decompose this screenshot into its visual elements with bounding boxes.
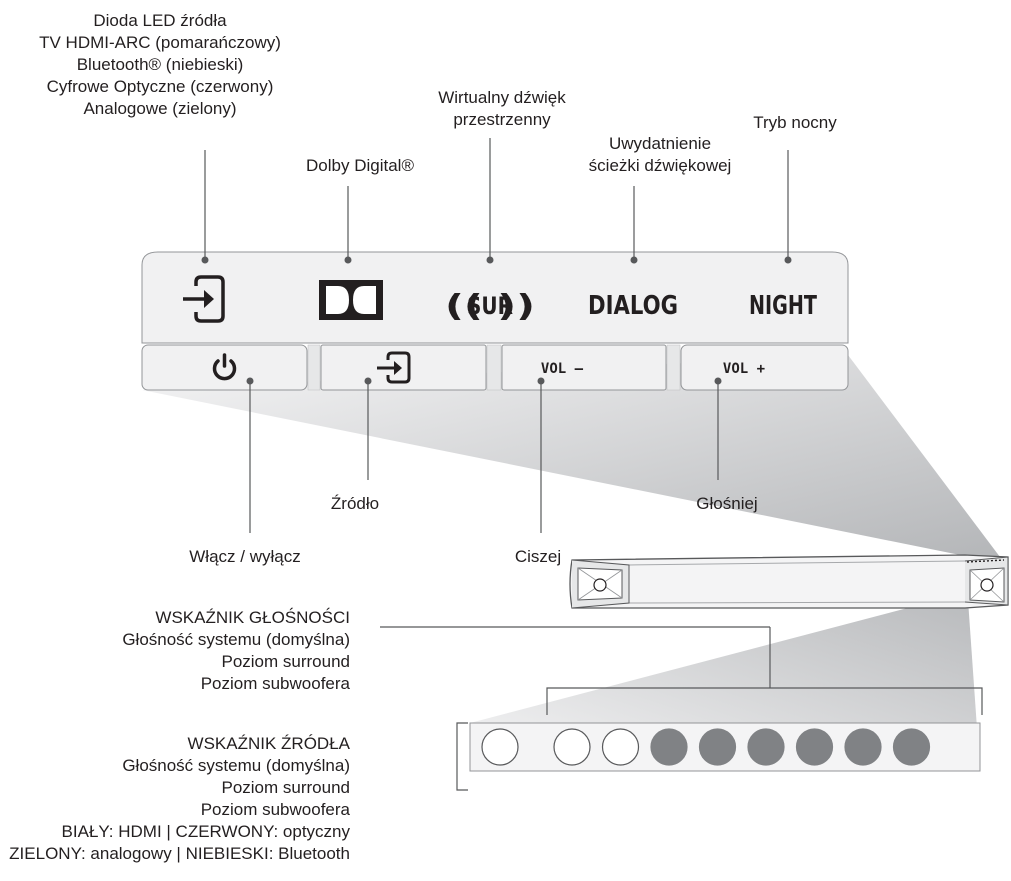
leader-dot — [344, 256, 352, 264]
divider — [486, 344, 502, 391]
virtual-surround-callout: Wirtualny dźwięk przestrzenny — [438, 87, 566, 131]
vol-up-label: VOL + — [723, 361, 765, 377]
volume-led-lit — [892, 728, 931, 766]
source-indicator-title: WSKAŹNIK ŹRÓDŁA — [187, 734, 350, 753]
source-led-title: Dioda LED źródła — [93, 11, 227, 30]
vol-down-label: VOL – — [541, 361, 584, 377]
source-indicator-line: ZIELONY: analogowy | NIEBIESKI: Bluetoot… — [9, 844, 350, 863]
source-led-line: TV HDMI-ARC (pomarańczowy) — [39, 33, 281, 52]
leader-dot — [784, 256, 792, 264]
dialog-callout: Uwydatnienie ścieżki dźwiękowej — [589, 133, 732, 177]
volume-indicator-line: Poziom surround — [221, 652, 350, 671]
source-bracket — [456, 722, 468, 791]
source-button[interactable] — [320, 344, 487, 391]
volume-led-lit — [698, 728, 737, 766]
source-indicator-line: BIAŁY: HDMI | CZERWONY: optyczny — [61, 822, 350, 841]
volume-led-unlit — [553, 728, 591, 766]
divider — [666, 344, 681, 391]
source-indicator-line: Poziom surround — [221, 778, 350, 797]
volume-led-lit — [844, 728, 882, 766]
volume-indicator-line: Głośność systemu (domyślna) — [122, 630, 350, 649]
svg-text:(( )): (( )) — [445, 289, 535, 324]
leader-dot — [201, 256, 209, 264]
power-callout: Włącz / wyłącz — [189, 547, 301, 566]
source-led-line: Bluetooth® (niebieski) — [76, 55, 244, 74]
source-indicator-callout: WSKAŹNIK ŹRÓDŁA Głośność systemu (domyśl… — [9, 733, 350, 865]
control-panel-top — [141, 251, 849, 344]
source-led-callout: Dioda LED źródła TV HDMI-ARC (pomarańczo… — [39, 10, 281, 120]
zoom-beam-top — [142, 355, 1000, 557]
vol-up-callout: Głośniej — [696, 494, 758, 513]
volume-led-lit — [650, 728, 688, 766]
volume-led-lit — [795, 728, 834, 766]
dolby-digital-icon — [319, 280, 383, 320]
leader-dot — [630, 256, 638, 264]
source-indicator-line: Głośność systemu (domyślna) — [122, 756, 350, 775]
virtual-surround-line: przestrzenny — [453, 110, 551, 129]
volume-indicator-line: Poziom subwoofera — [200, 674, 350, 693]
leader-dot — [714, 377, 722, 385]
leader-dot — [364, 377, 372, 385]
vol-down-callout: Ciszej — [514, 547, 562, 566]
volume-indicator-callout: WSKAŹNIK GŁOŚNOŚCI Głośność systemu (dom… — [122, 607, 350, 695]
vol-up-button[interactable] — [680, 344, 849, 391]
source-led-line: Analogowe (zielony) — [83, 99, 237, 118]
volume-led-lit — [747, 728, 785, 766]
led-strip — [481, 728, 931, 766]
source-input-icon — [183, 275, 225, 323]
sur-label: SUR — [467, 292, 513, 320]
source-led-line: Cyfrowe Optyczne (czerwony) — [46, 77, 274, 96]
source-callout: Źródło — [330, 494, 380, 513]
vol-down-button[interactable] — [501, 344, 667, 391]
source-led — [481, 728, 519, 766]
volume-led-unlit — [601, 728, 640, 766]
divider — [307, 344, 321, 391]
night-callout: Tryb nocny — [753, 113, 837, 132]
surround-icon: (( )) SUR — [445, 289, 535, 324]
leader-dot — [486, 256, 494, 264]
volume-indicator-title: WSKAŹNIK GŁOŚNOŚCI — [155, 608, 350, 627]
dialog-line: Uwydatnienie — [608, 134, 712, 153]
volume-bracket — [546, 687, 983, 715]
night-indicator: NIGHT — [749, 291, 817, 321]
power-icon — [212, 353, 237, 381]
soundbar-illustration — [569, 554, 1009, 609]
dialog-line: ścieżki dźwiękowej — [588, 156, 732, 175]
virtual-surround-line: Wirtualny dźwięk — [438, 88, 566, 107]
dialog-indicator: DIALOG — [588, 291, 678, 321]
source-button-icon — [377, 351, 411, 384]
leader-dot — [246, 377, 254, 385]
leader-dot — [537, 377, 545, 385]
source-indicator-line: Poziom subwoofera — [200, 800, 350, 819]
dolby-callout: Dolby Digital® — [306, 156, 414, 175]
